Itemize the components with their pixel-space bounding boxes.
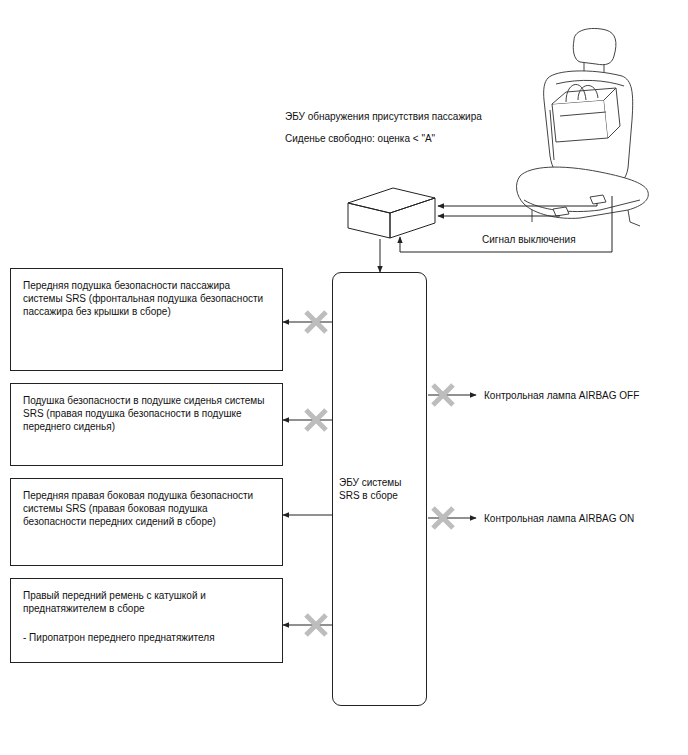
node-text: ЭБУ обнаружения присутствия пассажира [285,110,585,123]
node-text: Передняя подушка безопасности пассажира … [23,279,270,318]
connector-arrow [380,239,381,272]
airbag-box: Передняя подушка безопасности пассажира … [10,268,283,371]
signal-wires [400,196,612,518]
airbag-box: Передняя правая боковая подушка безопасн… [10,478,283,566]
pretensioner-box: Правый передний ремень с катушкой и пред… [10,578,283,663]
connector-arrow [283,625,332,626]
lamp-label: Контрольная лампа AIRBAG OFF [483,389,640,402]
airbag-box: Подушка безопасности в подушке сиденья с… [10,383,283,466]
occupant-ecu: ЭБУ обнаружения присутствия пассажираСид… [285,110,585,238]
srs-ecu-box: ЭБУ системы SRS в сборе [332,272,427,706]
ecu-box-symbol [347,186,437,239]
blocked-cross [306,312,453,635]
node-text: ЭБУ системы SRS в сборе [339,476,420,502]
node-subtext: Сиденье свободно: оценка < "A" [285,132,585,145]
connector-arrow [283,515,332,516]
signal-label: Сигнал выключения [481,233,577,246]
node-subtext: - Пиропатрон переднего преднатяжителя [23,631,270,644]
seat-illustration [517,28,649,226]
node-text: Передняя правая боковая подушка безопасн… [23,489,270,528]
lamp-label: Контрольная лампа AIRBAG ON [483,512,635,525]
connector-arrow [283,420,332,421]
connector-arrow [283,322,332,323]
node-text: Правый передний ремень с катушкой и пред… [23,589,270,615]
node-text: Подушка безопасности в подушке сиденья с… [23,394,270,433]
